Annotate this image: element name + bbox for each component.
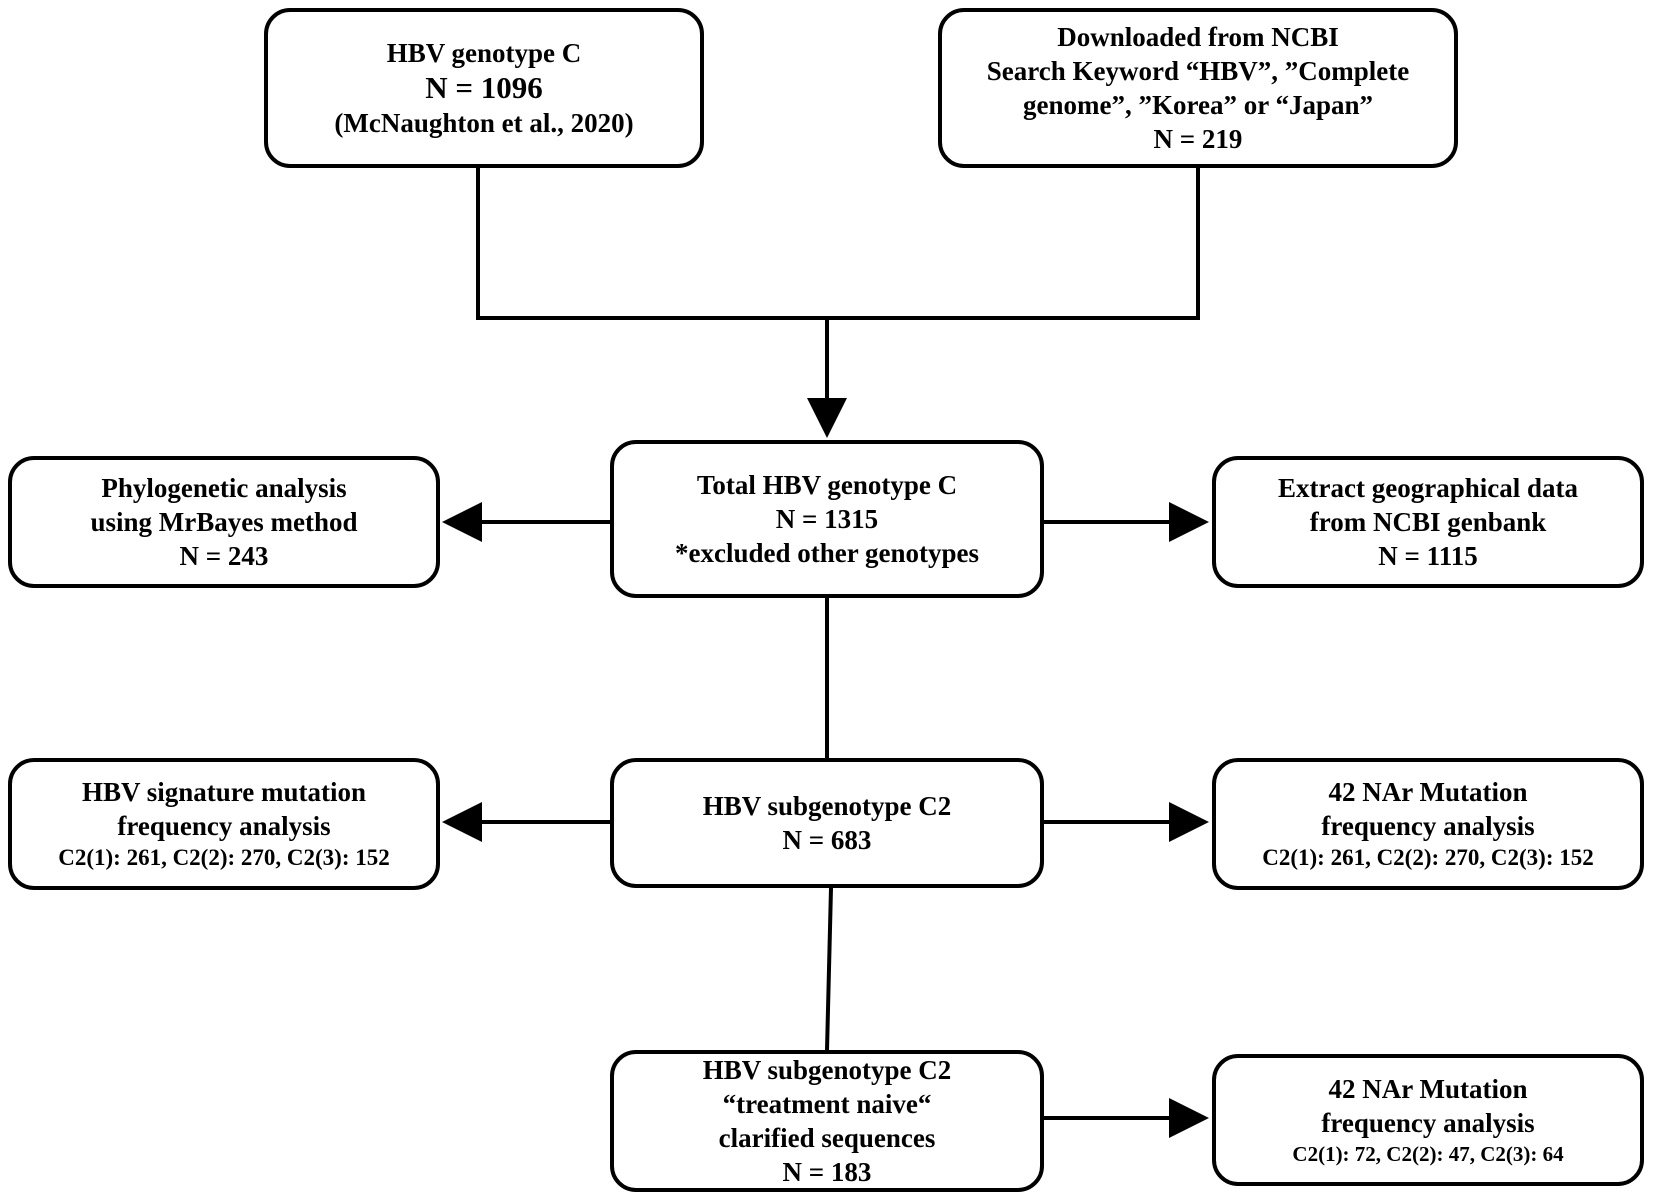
signature-mutation-box: HBV signature mutation frequency analysi… xyxy=(8,758,440,890)
merge-connector xyxy=(476,168,1200,320)
box-line-2: frequency analysis xyxy=(117,811,331,841)
box-line-1: HBV signature mutation xyxy=(81,777,367,807)
box-line-1: Extract geographical data xyxy=(1278,473,1578,503)
source-ncbi-box: Downloaded from NCBI Search Keyword “HBV… xyxy=(938,8,1458,168)
box-title: HBV subgenotype C2 xyxy=(702,791,952,821)
box-count: N = 183 xyxy=(782,1157,872,1187)
box-line-1: 42 NAr Mutation xyxy=(1328,777,1528,807)
box-detail: C2(1): 72, C2(2): 47, C2(3): 64 xyxy=(1292,1142,1564,1166)
geographical-data-box: Extract geographical data from NCBI genb… xyxy=(1212,456,1644,588)
box-line-2: using MrBayes method xyxy=(90,507,358,537)
box-line-3: clarified sequences xyxy=(718,1123,936,1153)
box-line-2: frequency analysis xyxy=(1321,811,1535,841)
phylogenetic-analysis-box: Phylogenetic analysis using MrBayes meth… xyxy=(8,456,440,588)
box-line-1: HBV subgenotype C2 xyxy=(702,1055,952,1085)
box-line-1: 42 NAr Mutation xyxy=(1328,1074,1528,1104)
nar-mutation-naive-box: 42 NAr Mutation frequency analysis C2(1)… xyxy=(1212,1054,1644,1186)
box-count: N = 1096 xyxy=(425,70,543,105)
box-line-3: genome”, ”Korea” or “Japan” xyxy=(1023,90,1373,120)
box-line-1: Phylogenetic analysis xyxy=(101,473,347,503)
subgenotype-c2-box: HBV subgenotype C2 N = 683 xyxy=(610,758,1044,888)
box-count: N = 219 xyxy=(1153,124,1243,154)
source-mcnaughton-box: HBV genotype C N = 1096 (McNaughton et a… xyxy=(264,8,704,168)
box-title: HBV genotype C xyxy=(386,38,582,68)
box-count: N = 243 xyxy=(179,541,269,571)
box-count: N = 1315 xyxy=(775,504,879,534)
box-line-2: from NCBI genbank xyxy=(1309,507,1547,537)
box-count: N = 1115 xyxy=(1378,541,1478,571)
box-note: *excluded other genotypes xyxy=(675,538,979,568)
box-title: Total HBV genotype C xyxy=(696,470,958,500)
line-c2-to-naive xyxy=(825,887,833,1051)
box-detail: C2(1): 261, C2(2): 270, C2(3): 152 xyxy=(1262,845,1594,870)
nar-mutation-all-box: 42 NAr Mutation frequency analysis C2(1)… xyxy=(1212,758,1644,890)
box-citation: (McNaughton et al., 2020) xyxy=(334,108,634,138)
box-line-2: frequency analysis xyxy=(1321,1108,1535,1138)
box-count: N = 683 xyxy=(782,825,872,855)
treatment-naive-box: HBV subgenotype C2 “treatment naive“ cla… xyxy=(610,1050,1044,1192)
box-detail: C2(1): 261, C2(2): 270, C2(3): 152 xyxy=(58,845,390,870)
box-line-2: Search Keyword “HBV”, ”Complete xyxy=(986,56,1410,86)
box-line-2: “treatment naive“ xyxy=(722,1089,932,1119)
total-genotype-c-box: Total HBV genotype C N = 1315 *excluded … xyxy=(610,440,1044,598)
box-line-1: Downloaded from NCBI xyxy=(1057,22,1339,52)
